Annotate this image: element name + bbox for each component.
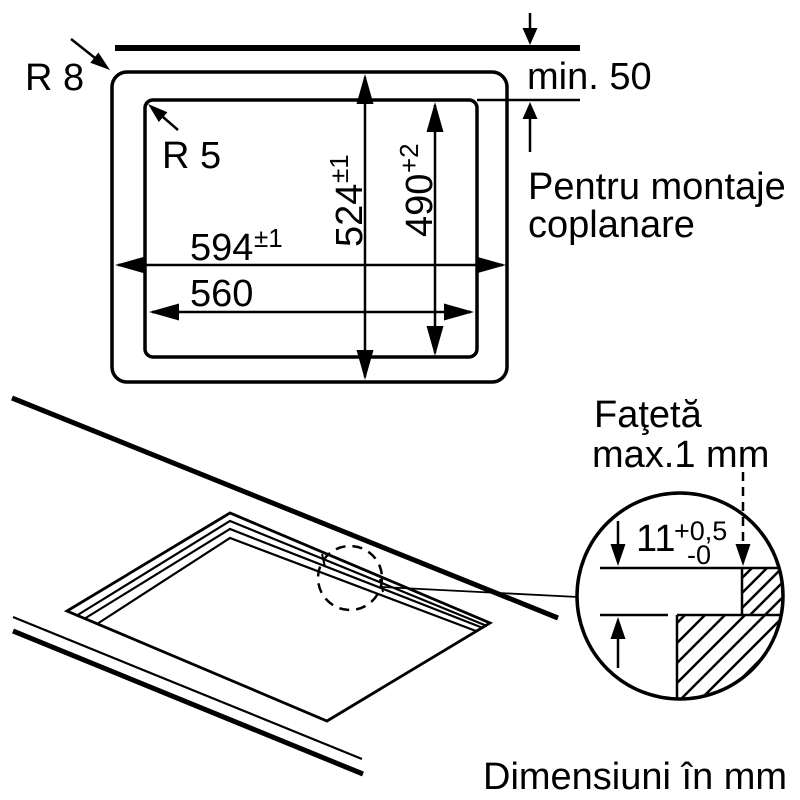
dimension-524: 524 ±1 <box>324 74 374 380</box>
worktop-front-edge-bottom <box>12 628 364 777</box>
dimension-11-tolerance-plus: +0,5 <box>674 516 727 546</box>
cutout-step-line-1 <box>75 519 488 628</box>
isometric-view <box>11 395 579 777</box>
facet-label-line2: max.1 mm <box>592 434 769 476</box>
outer-cutout-outline <box>110 70 509 384</box>
r5-leader-arrow <box>148 104 179 131</box>
dimension-11: 11 +0,5 -0 <box>610 516 727 668</box>
flush-mount-note-line2: coplanare <box>528 204 695 246</box>
worktop-front-edge-top <box>12 615 363 761</box>
detail-section-view: 11 +0,5 -0 Faţetă max.1 mm <box>575 394 785 701</box>
detail-leader-line <box>381 586 579 598</box>
dimension-594-value: 594 <box>190 227 253 269</box>
cutout-step-line-2 <box>83 527 484 630</box>
dimension-11-value: 11 <box>636 518 675 560</box>
flush-mount-note-line1: Pentru montaje <box>528 166 786 208</box>
r8-label: R 8 <box>25 57 84 99</box>
detail-circle-outline <box>575 491 785 701</box>
dimension-524-value: 524 <box>329 184 371 247</box>
section-hatch-upper <box>742 568 782 615</box>
units-note: Dimensiuni în mm <box>483 756 787 798</box>
dimension-490-value: 490 <box>399 174 441 237</box>
r5-label: R 5 <box>162 135 221 177</box>
dimension-490: 490 +2 <box>394 102 444 356</box>
dimension-11-tolerance-minus: -0 <box>687 540 711 570</box>
dimension-min-50: min. 50 <box>477 13 652 152</box>
detail-section-tick-1 <box>321 553 326 568</box>
detail-section-tick-2 <box>379 578 384 593</box>
r8-leader-arrow <box>70 38 110 70</box>
inner-cutout-outline <box>143 98 479 359</box>
dimension-560-value: 560 <box>190 273 253 315</box>
dimension-594-tolerance: ±1 <box>254 223 283 253</box>
dimension-594: 594 ±1 <box>115 223 506 274</box>
min-50-label: min. 50 <box>527 56 652 98</box>
dimension-490-tolerance: +2 <box>394 143 424 173</box>
dimension-560: 560 <box>149 273 474 321</box>
top-plan-view: R 8 R 5 594 ±1 560 524 <box>25 13 786 384</box>
worktop-back-edge <box>11 395 559 621</box>
cutout-step-line-3 <box>96 536 477 633</box>
facet-label-line1: Faţetă <box>594 394 703 436</box>
detail-callout-circle <box>316 544 384 612</box>
facet-pointer-arrow <box>735 472 751 566</box>
dimension-524-tolerance: ±1 <box>324 154 354 183</box>
cutout-rim-outline <box>63 511 494 723</box>
